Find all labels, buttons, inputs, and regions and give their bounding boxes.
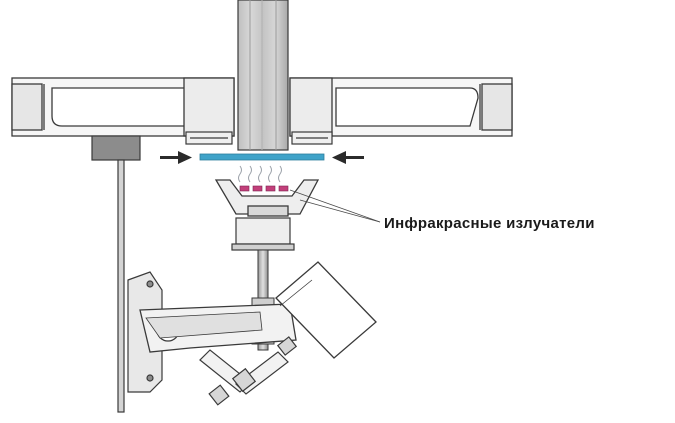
clamp-jaws: [185, 131, 333, 145]
label-leaders: [289, 189, 381, 223]
heat-waves: [238, 165, 282, 183]
left-arrow-icon: [160, 151, 192, 164]
workpiece-plate: [199, 153, 325, 161]
top-beam: [11, 77, 513, 137]
lever-arm: [139, 303, 297, 353]
central-column: [237, 0, 289, 151]
infrared-emitters-label: Инфракрасные излучатели: [384, 215, 595, 232]
adjusting-rod: [199, 336, 298, 406]
pneumatic-cylinder: [275, 261, 377, 359]
lower-block: [231, 217, 295, 251]
right-arrow-icon: [332, 151, 364, 164]
infrared-emitters: [239, 185, 289, 192]
left-hanger: [91, 135, 141, 413]
emitter-holder: [214, 179, 320, 217]
